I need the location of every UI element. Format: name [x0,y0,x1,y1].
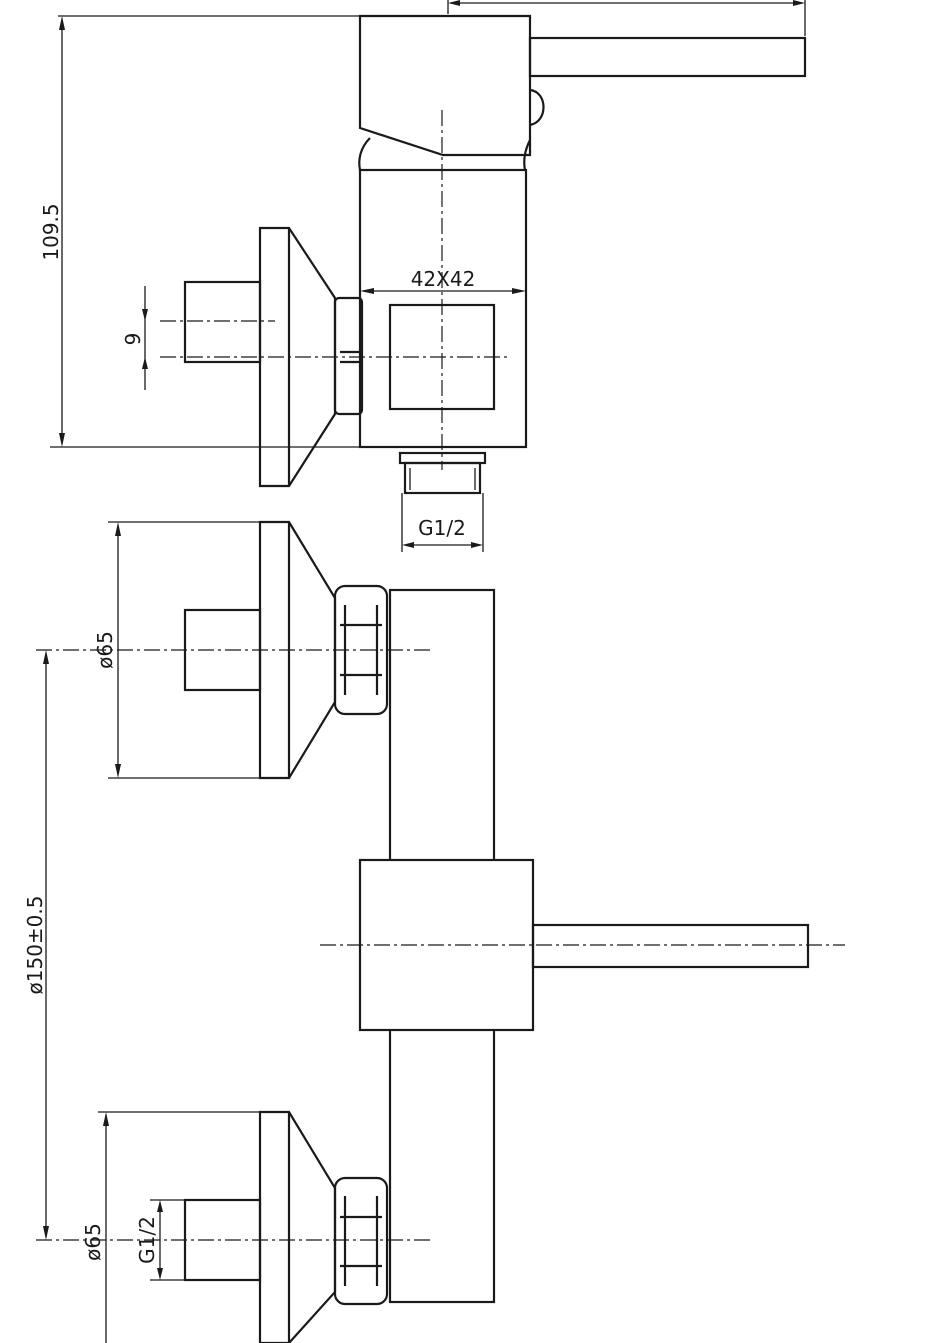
dimension-9: 9 [121,286,148,390]
lever-handle [528,36,807,78]
dim-label-phi65-lower: ø65 [81,1223,105,1261]
dim-label-g12-lower: G1/2 [135,1216,159,1264]
dimension-g12-outlet: G1/2 [401,493,484,552]
lower-inlet-stub [183,1198,262,1282]
dimension-phi65-lower: ø65 [81,1111,260,1343]
valve-body-side [358,168,528,449]
dim-label-phi65-upper: ø65 [93,631,117,669]
dim-label-9: 9 [121,333,145,346]
lower-hex-nut [333,1176,389,1306]
top-width-dimension [447,0,806,36]
dim-label-g12-outlet: G1/2 [418,516,466,540]
dimension-phi150: ø150±0.5 [23,650,49,1240]
dimension-g12-lower: G1/2 [135,1199,185,1281]
dimension-42x42: 42X42 [360,267,526,294]
outlet-fitting [398,451,487,495]
upper-inlet-stub [183,608,262,692]
dim-label-109-5: 109.5 [39,203,63,260]
lower-flange [258,1110,337,1343]
handle-cap [358,14,532,157]
dim-label-42x42: 42X42 [411,267,476,291]
inlet-stub-side [183,280,262,364]
dim-label-phi150: ø150±0.5 [23,896,47,995]
lever-knob [529,88,545,127]
hex-nut-side [333,296,364,416]
lower-inlet-connection: ø65 G1/2 [36,1110,430,1343]
dimension-phi65-upper: ø65 [93,521,260,779]
dimension-109-5: 109.5 [39,15,390,448]
front-view: ø65 ø65 [23,520,845,1343]
upper-inlet-connection: ø65 [36,520,430,780]
side-view: 109.5 42X42 9 G1/2 [39,0,807,552]
lever-front [531,923,810,969]
upper-flange [258,520,337,780]
cartridge-neck [358,137,371,171]
